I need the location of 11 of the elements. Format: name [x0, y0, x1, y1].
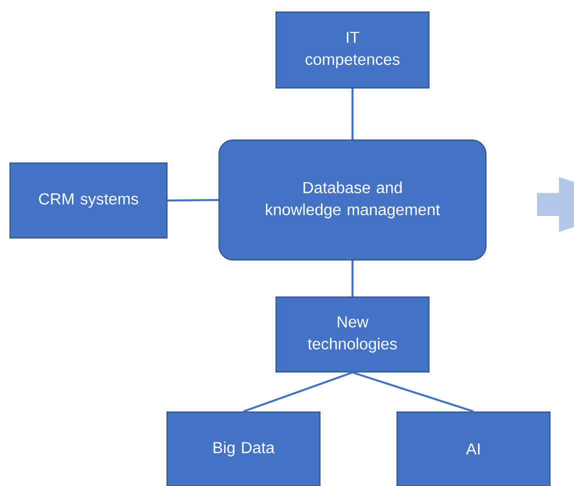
process-box: IT competences — [276, 12, 430, 88]
connector-line — [167, 199, 219, 202]
process-box: CRM systems — [10, 162, 168, 238]
process-box: New technologies — [276, 296, 430, 372]
connector-line — [243, 372, 353, 412]
rounded-box: Database and knowledge management — [218, 140, 486, 260]
connector-line — [352, 372, 474, 412]
connector-line — [352, 260, 354, 296]
process-box: AI — [396, 411, 550, 486]
process-box: Big Data — [166, 411, 320, 486]
connector-line — [352, 88, 354, 140]
